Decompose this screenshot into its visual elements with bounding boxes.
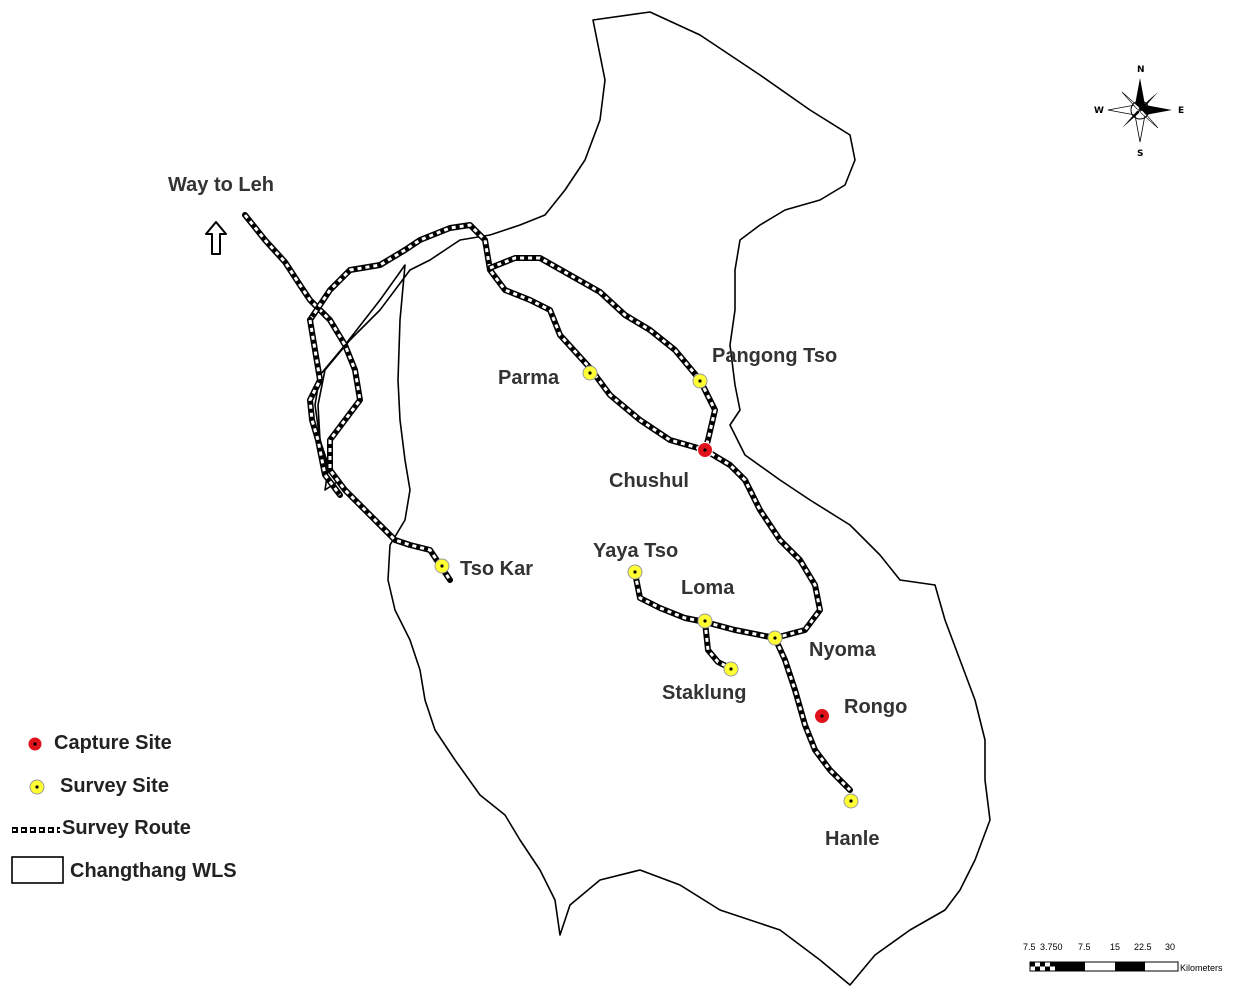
place-label-chushul: Chushul — [609, 470, 689, 492]
legend: Capture Site Survey Site Survey Route Ch… — [11, 732, 237, 884]
compass-s: S — [1137, 149, 1143, 159]
way-to-leh-label: Way to Leh — [168, 174, 274, 196]
legend-capture-site-label: Capture Site — [54, 732, 172, 754]
legend-survey-site-label: Survey Site — [60, 775, 169, 797]
place-label-loma: Loma — [681, 577, 735, 599]
scale-tick-5: 30 — [1165, 942, 1175, 952]
legend-survey-site: Survey Site — [29, 775, 169, 797]
scale-unit-label: Kilometers — [1180, 963, 1223, 973]
legend-capture-site: Capture Site — [27, 732, 172, 754]
scale-tick-4: 22.5 — [1134, 942, 1152, 952]
compass-w: W — [1094, 106, 1104, 116]
survey-site-loma — [697, 613, 713, 629]
legend-survey-route: Survey Route — [12, 817, 191, 839]
changthang-wls-boundary — [314, 11, 991, 986]
survey-site-tso-kar — [434, 558, 450, 574]
place-label-tso-kar: Tso Kar — [460, 558, 533, 580]
place-label-rongo: Rongo — [844, 696, 907, 718]
place-label-pangong-tso: Pangong Tso — [712, 345, 837, 367]
place-label-nyoma: Nyoma — [809, 639, 877, 661]
survey-site-staklung — [723, 661, 739, 677]
scale-tick-3: 15 — [1110, 942, 1120, 952]
scale-tick-0: 7.5 — [1023, 942, 1036, 952]
capture-site-chushul — [697, 442, 713, 458]
scale-tick-2: 7.5 — [1078, 942, 1091, 952]
survey-site-pangong-tso — [692, 373, 708, 389]
survey-site-hanle — [843, 793, 859, 809]
place-label-hanle: Hanle — [825, 828, 879, 850]
compass-rose: N E S W — [1094, 65, 1184, 159]
place-label-staklung: Staklung — [662, 682, 746, 704]
survey-route — [242, 212, 853, 793]
up-arrow-icon — [205, 221, 227, 255]
survey-site-yaya-tso — [627, 564, 643, 580]
scale-bar: 7.5 3.750 7.5 15 22.5 30 Kilometers — [1023, 942, 1223, 973]
place-label-parma: Parma — [498, 367, 560, 389]
legend-changthang-wls-label: Changthang WLS — [70, 860, 237, 882]
legend-survey-route-label: Survey Route — [62, 817, 191, 839]
scale-tick-1: 3.750 — [1040, 942, 1063, 952]
survey-site-nyoma — [767, 630, 783, 646]
capture-site-rongo — [814, 708, 830, 724]
compass-n: N — [1137, 65, 1145, 75]
compass-e: E — [1178, 106, 1184, 116]
place-label-yaya-tso: Yaya Tso — [593, 540, 678, 562]
legend-changthang-wls: Changthang WLS — [11, 856, 237, 884]
survey-site-parma — [582, 365, 598, 381]
